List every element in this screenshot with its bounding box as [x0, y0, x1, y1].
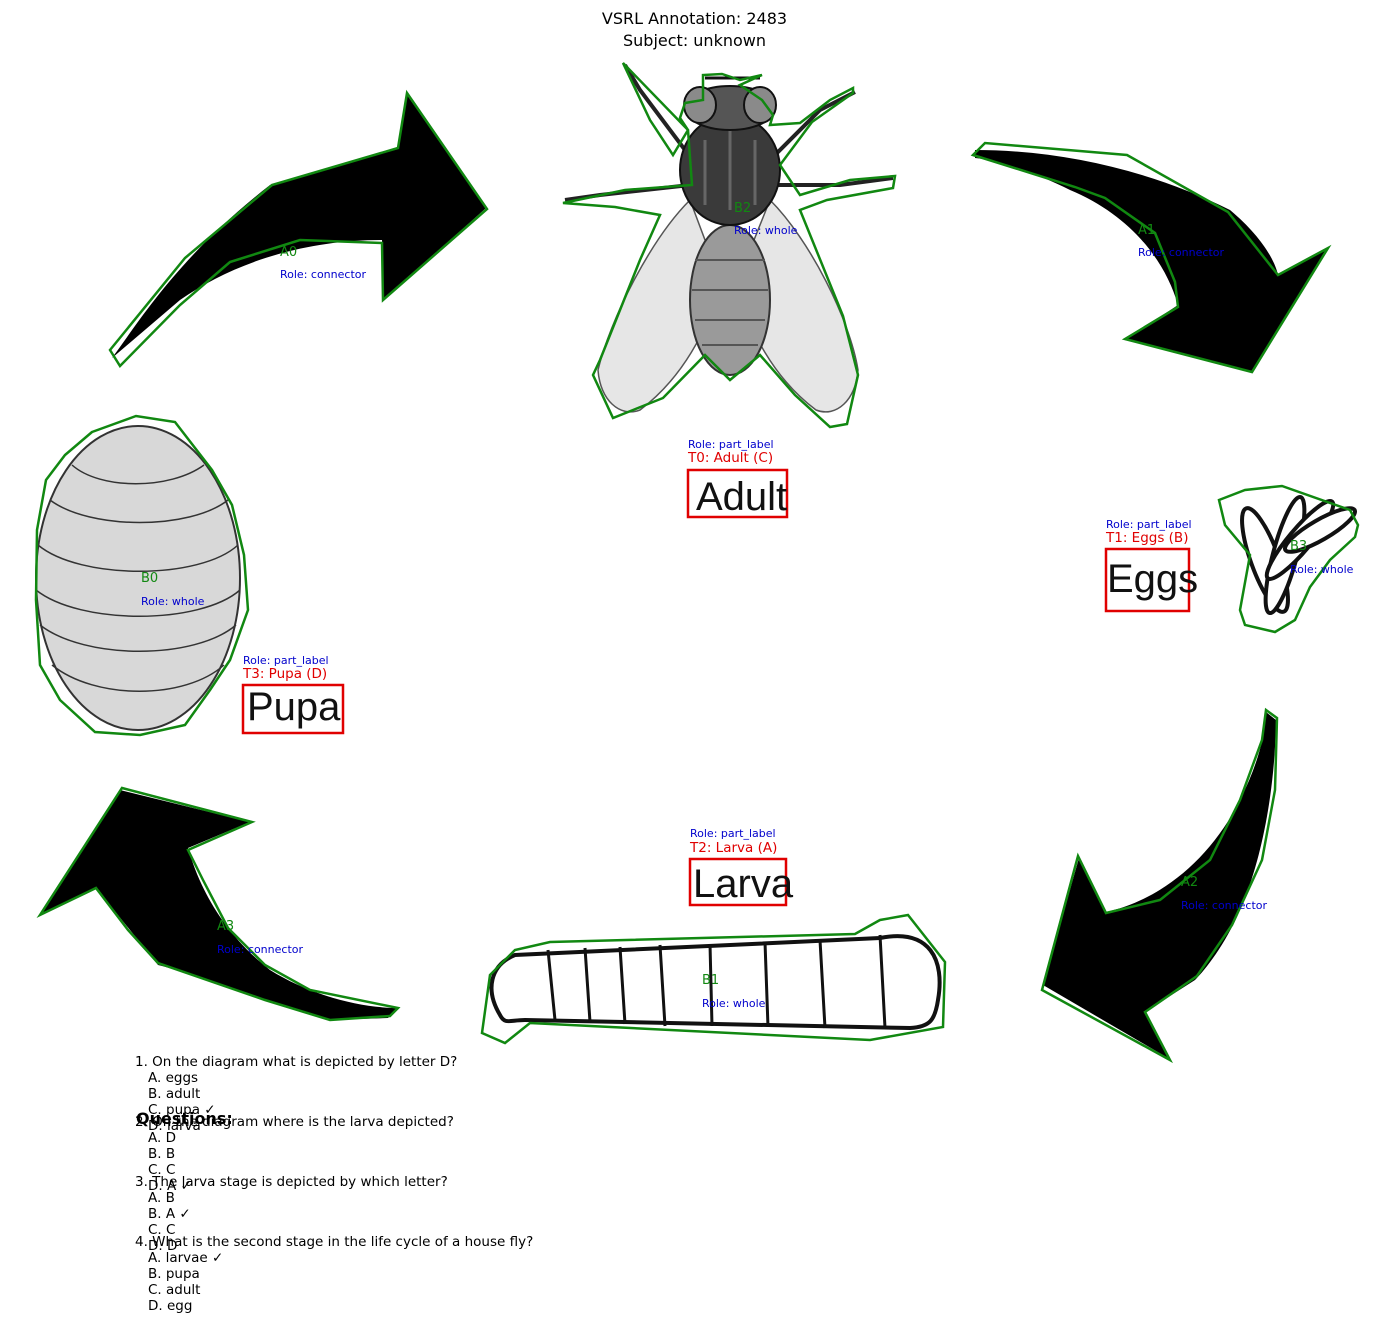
t2-role: Role: part_label: [690, 827, 776, 840]
q2-option-a: A. D: [148, 1130, 176, 1146]
a3-id: A3: [217, 919, 234, 934]
q2-option-c: C. C: [148, 1162, 175, 1178]
q3-option-a: A. B: [148, 1190, 175, 1206]
t1-id: T1: Eggs (B): [1105, 530, 1188, 546]
label-adult: Adult: [696, 475, 787, 519]
b2-role: Role: whole: [734, 224, 798, 237]
arrow-a3: [36, 786, 401, 1022]
b3-id: B3: [1290, 539, 1307, 554]
t0-id: T0: Adult (C): [687, 450, 773, 466]
questions-heading: Questions:: [136, 1109, 233, 1128]
larva-illustration: [480, 913, 947, 1045]
a1-role: Role: connector: [1138, 246, 1224, 259]
q3-option-b: B. A ✓: [148, 1206, 191, 1222]
t0-box: [686, 468, 789, 519]
q4-option-d: D. egg: [148, 1298, 192, 1314]
q1-option-b: B. adult: [148, 1086, 200, 1102]
b1-role: Role: whole: [702, 997, 766, 1010]
q2-option-d: D. A ✓: [148, 1178, 192, 1194]
q4-option-b: B. pupa: [148, 1266, 200, 1282]
q4-option-a: A. larvae ✓: [148, 1250, 223, 1266]
q1-option-c: C. pupa ✓: [148, 1102, 216, 1118]
a0-id: A0: [280, 245, 297, 260]
b3-role: Role: whole: [1290, 563, 1354, 576]
t2-id: T2: Larva (A): [689, 840, 777, 856]
q2-option-b: B. B: [148, 1146, 175, 1162]
adult-fly-illustration: [562, 62, 897, 429]
a2-id: A2: [1181, 875, 1198, 890]
t0-role: Role: part_label: [688, 438, 774, 451]
t1-box: [1104, 547, 1191, 613]
t3-role: Role: part_label: [243, 654, 329, 667]
label-eggs: Eggs: [1107, 557, 1198, 601]
label-larva: Larva: [693, 862, 794, 906]
t1-role: Role: part_label: [1106, 518, 1192, 531]
b0-role: Role: whole: [141, 595, 205, 608]
arrow-a0: [108, 89, 489, 369]
t2-box: [688, 857, 788, 907]
question-1: 1. On the diagram what is depicted by le…: [135, 1054, 457, 1070]
label-pupa: Pupa: [247, 685, 341, 729]
question-4: 4. What is the second stage in the life …: [135, 1234, 533, 1250]
t3-id: T3: Pupa (D): [242, 666, 327, 682]
subject-title: Subject: unknown: [623, 31, 766, 50]
a0-role: Role: connector: [280, 268, 366, 281]
arrow-a2: [1040, 707, 1279, 1064]
question-2: 2. On the diagram where is the larva dep…: [135, 1114, 454, 1130]
eggs-illustration: [1217, 484, 1360, 634]
a1-id: A1: [1138, 223, 1155, 238]
a2-role: Role: connector: [1181, 899, 1267, 912]
q4-option-c: C. adult: [148, 1282, 200, 1298]
b0-id: B0: [141, 571, 158, 586]
q3-option-d: D. D: [148, 1238, 177, 1254]
arrow-a1: [970, 141, 1332, 374]
t3-box: [241, 683, 345, 735]
q3-option-c: C. C: [148, 1222, 175, 1238]
b2-id: B2: [734, 201, 751, 216]
annotation-title: VSRL Annotation: 2483: [601, 9, 788, 28]
b1-id: B1: [702, 973, 719, 988]
question-3: 3. The larva stage is depicted by which …: [135, 1174, 448, 1190]
pupa-illustration: [34, 414, 250, 737]
a3-role: Role: connector: [217, 943, 303, 956]
q1-option-d: D. larva: [148, 1118, 201, 1134]
q1-option-a: A. eggs: [148, 1070, 198, 1086]
